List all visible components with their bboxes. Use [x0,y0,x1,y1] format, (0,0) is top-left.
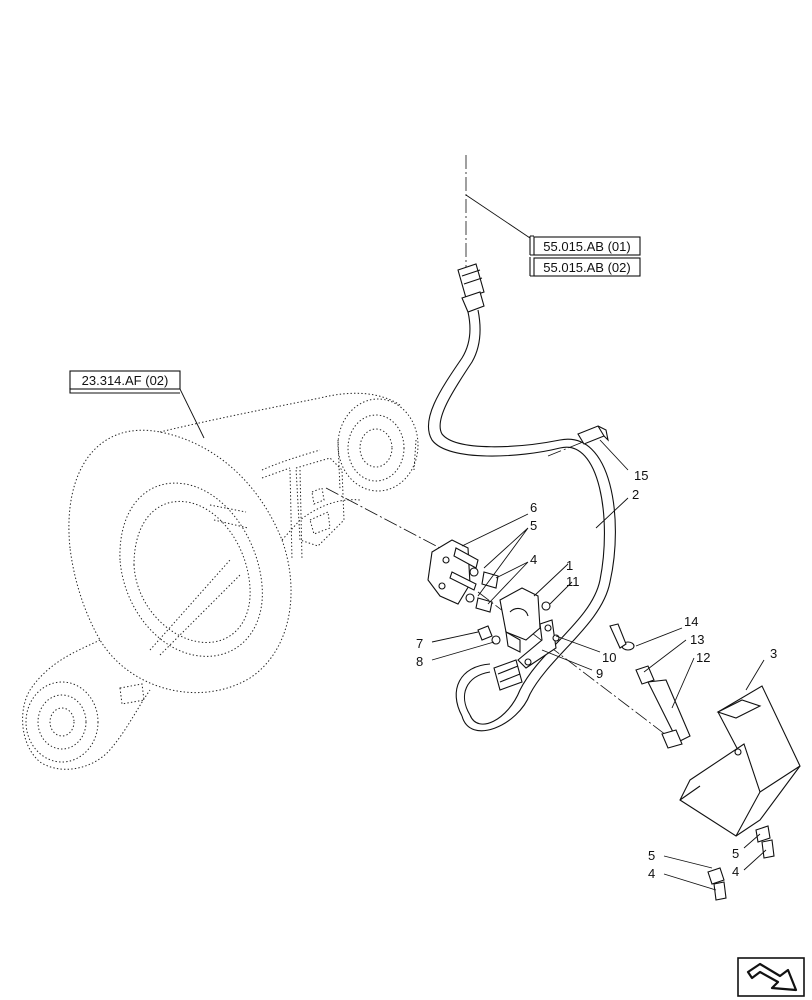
callout-5-guard-right[interactable]: 5 [732,846,739,861]
callout-10[interactable]: 10 [602,650,616,665]
bolt-15 [577,425,609,445]
callout-11[interactable]: 11 [566,574,580,589]
callout-1[interactable]: 1 [566,558,573,573]
wiring-harness [427,263,616,732]
callout-15[interactable]: 15 [634,468,648,483]
position-sensor [477,587,560,669]
sensor-guard [679,685,801,901]
linkage-rod [609,623,691,749]
callout-4-guard-right[interactable]: 4 [732,864,739,879]
reference-upper: 55.015.AB (01) 55.015.AB (02) [465,194,641,277]
callout-2[interactable]: 2 [632,487,639,502]
callout-13[interactable]: 13 [690,632,704,647]
callout-8[interactable]: 8 [416,654,423,669]
mounting-plate [427,539,479,605]
callout-6[interactable]: 6 [530,500,537,515]
reference-55-015-ab-01[interactable]: 55.015.AB (01) [543,239,630,254]
bolts-washers [465,567,499,613]
callout-12[interactable]: 12 [696,650,710,665]
next-page-arrow-icon[interactable] [737,957,805,997]
callout-7[interactable]: 7 [416,636,423,651]
reference-55-015-ab-02[interactable]: 55.015.AB (02) [543,260,630,275]
callout-4-plate[interactable]: 4 [530,552,537,567]
callout-4-guard-left[interactable]: 4 [648,866,655,881]
callout-3[interactable]: 3 [770,646,777,661]
reference-frame: 23.314.AF (02) [69,370,205,439]
callout-5-plate[interactable]: 5 [530,518,537,533]
callouts: 15 2 6 5 4 1 11 7 8 10 9 14 13 12 3 5 4 … [416,468,777,881]
leader-lines [431,439,767,891]
frame-casting-phantom [22,392,419,770]
reference-23-314-af-02[interactable]: 23.314.AF (02) [82,373,169,388]
callout-9[interactable]: 9 [596,666,603,681]
callout-14[interactable]: 14 [684,614,698,629]
callout-5-guard-left[interactable]: 5 [648,848,655,863]
